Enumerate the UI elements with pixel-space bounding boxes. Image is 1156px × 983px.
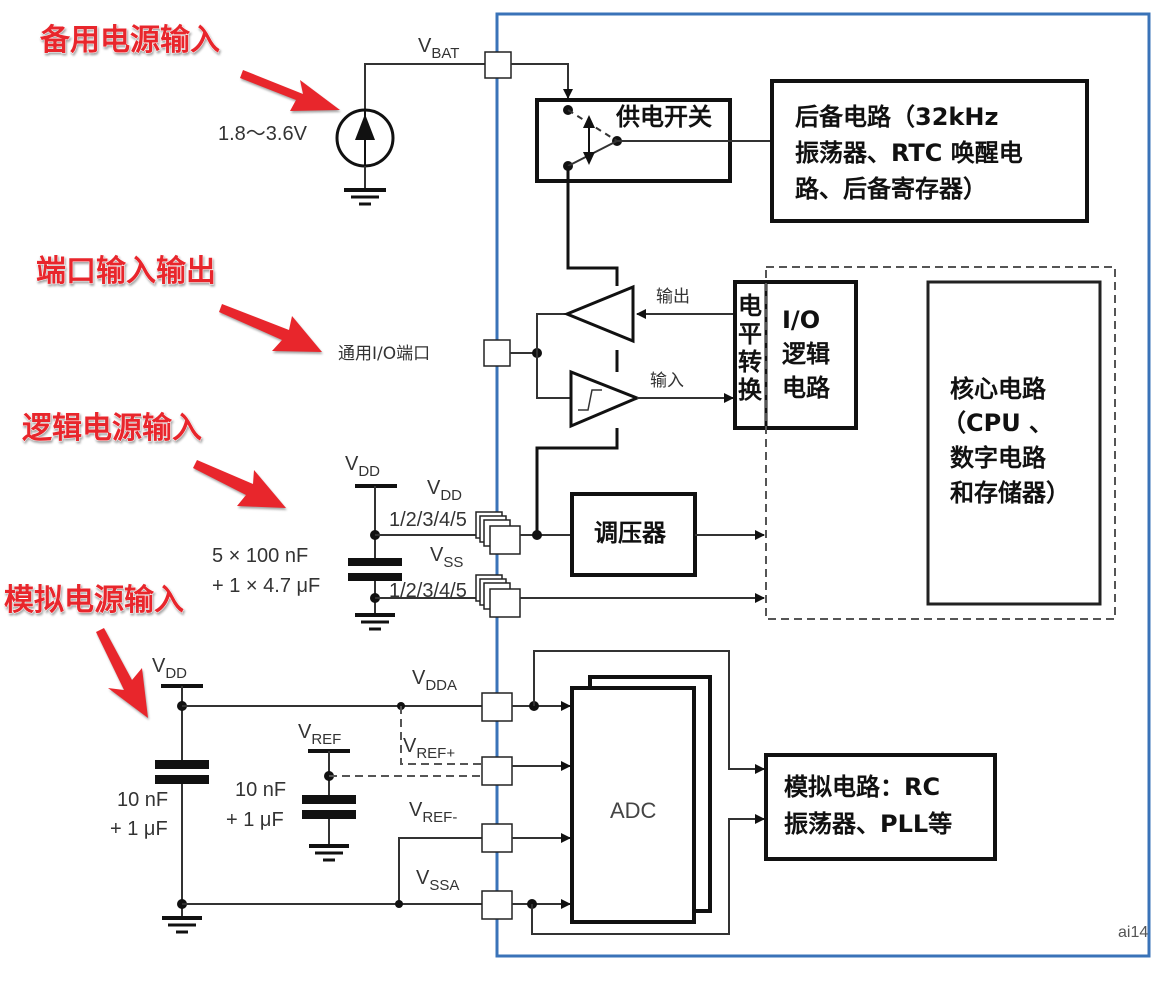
regulator-block: 调压器 (570, 492, 765, 577)
red-arrow-icon (96, 628, 148, 718)
vdd-supply-label: VDD (345, 453, 380, 480)
logic-cap-label-1: 5 × 100 nF (212, 545, 308, 567)
svg-text:换: 换 (738, 376, 763, 404)
callout-port-io: 端口输入输出 (36, 254, 322, 352)
core-domain-dashed (765, 266, 1116, 620)
vdd-pin-numbers: 1/2/3/4/5 (389, 509, 467, 531)
svg-text:电路: 电路 (782, 374, 831, 402)
vref-cap-label-2: + 1 μF (226, 809, 284, 831)
svg-text:振荡器、RTC 唤醒电: 振荡器、RTC 唤醒电 (795, 139, 1023, 167)
svg-text:电: 电 (738, 292, 762, 320)
svg-text:核心电路: 核心电路 (950, 375, 1047, 403)
svg-text:逻辑电源输入: 逻辑电源输入 (22, 411, 202, 446)
callout-backup-power: 备用电源输入 (40, 23, 340, 111)
vdda-pin (481, 692, 513, 722)
svg-text:逻辑: 逻辑 (782, 340, 830, 368)
svg-text:备用电源输入: 备用电源输入 (40, 23, 220, 58)
ground-icon (355, 613, 395, 631)
gpio-label: 通用I/O端口 (338, 344, 430, 364)
gpio-pin (483, 339, 511, 367)
logic-power-section: VDD VDD 1/2/3/4/5 VSS 1/2/3/4/5 5 × 100 … (212, 453, 765, 631)
analog-cap-label-2: + 1 μF (110, 818, 168, 840)
gpio-section: 输出 输入 通用I/O端口 (338, 166, 734, 535)
svg-text:转: 转 (738, 348, 762, 376)
battery-range-label: 1.8～3.6V (218, 123, 308, 145)
vss-pin-numbers: 1/2/3/4/5 (389, 580, 467, 602)
vdd-pin-label: VDD (427, 477, 462, 504)
ground-icon (162, 916, 202, 934)
red-arrow-icon (193, 460, 286, 508)
vdda-label: VDDA (412, 667, 457, 694)
vref-cap-label-1: 10 nF (235, 779, 286, 801)
vdd-pin-stack (475, 511, 521, 555)
vref-plus-pin (481, 756, 513, 786)
svg-text:振荡器、PLL等: 振荡器、PLL等 (784, 810, 952, 838)
ground-icon (309, 844, 349, 862)
svg-text:端口输入输出: 端口输入输出 (36, 254, 216, 289)
ground-icon (344, 188, 386, 206)
callout-analog-power: 模拟电源输入 (4, 583, 185, 718)
svg-text:模拟电源输入: 模拟电源输入 (4, 583, 184, 618)
svg-text:和存储器）: 和存储器） (950, 479, 1070, 507)
vref-minus-pin (481, 823, 513, 853)
vbat-pin (484, 51, 512, 79)
vss-pin-label: VSS (430, 544, 463, 571)
callout-logic-power: 逻辑电源输入 (22, 411, 286, 508)
analog-cap-label-1: 10 nF (117, 789, 168, 811)
core-circuit-block: 核心电路 （CPU 、 数字电路 和存储器） (926, 280, 1102, 606)
svg-text:调压器: 调压器 (594, 519, 667, 547)
red-arrow-icon (240, 70, 340, 111)
logic-cap-label-2: + 1 × 4.7 μF (212, 575, 320, 597)
vss-pin-stack (475, 574, 521, 618)
power-switch-label: 供电开关 (615, 103, 712, 131)
schmitt-input-buffer-icon (569, 369, 641, 429)
output-signal-label: 输出 (656, 287, 690, 307)
io-logic-block: 电 平 转 换 I/O 逻辑 电路 (733, 280, 858, 430)
figure-id: ai14 (1118, 924, 1148, 941)
vref-plus-label: VREF+ (403, 735, 455, 762)
chip-boundary (495, 12, 1151, 958)
output-buffer-icon (563, 284, 635, 344)
analog-power-section: VDD 10 nF + 1 μF VREF 10 nF + 1 μF VDDA … (110, 655, 513, 934)
power-switch-block: 供电开关 (535, 98, 770, 183)
adc-label: ADC (610, 798, 657, 823)
svg-text:后备电路（32kHz: 后备电路（32kHz (795, 103, 998, 131)
svg-text:（CPU 、: （CPU 、 (942, 409, 1053, 437)
analog-circuit-block: 模拟电路：RC 振荡器、PLL等 (764, 753, 997, 861)
svg-text:I/O: I/O (782, 306, 820, 334)
adc-block: ADC (512, 650, 765, 935)
svg-text:路、后备寄存器）: 路、后备寄存器） (795, 175, 987, 203)
red-arrow-icon (219, 304, 322, 352)
svg-text:平: 平 (738, 320, 762, 348)
svg-text:数字电路: 数字电路 (950, 444, 1047, 472)
backup-circuit-block: 后备电路（32kHz 振荡器、RTC 唤醒电 路、后备寄存器） (770, 79, 1089, 223)
vref-supply-label: VREF (298, 721, 341, 748)
svg-text:模拟电路：RC: 模拟电路：RC (784, 773, 940, 801)
vssa-pin (481, 890, 513, 920)
vbat-section: 1.8～3.6V VBAT (218, 35, 573, 206)
vdd-analog-supply-label: VDD (152, 655, 187, 682)
vref-minus-label: VREF- (409, 799, 457, 826)
vssa-label: VSSA (416, 867, 459, 894)
input-signal-label: 输入 (650, 371, 684, 391)
vbat-label: VBAT (418, 35, 459, 62)
